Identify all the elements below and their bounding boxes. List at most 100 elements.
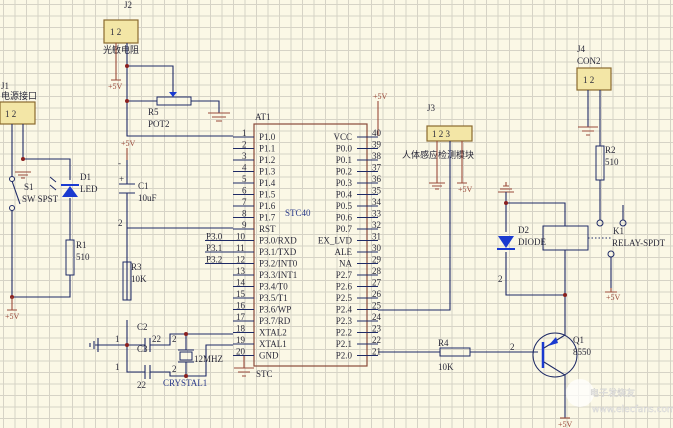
- chip-pin-number: 12: [236, 255, 245, 265]
- svg-text:RELAY-SPDT: RELAY-SPDT: [612, 238, 666, 248]
- svg-text:1: 1: [115, 334, 120, 344]
- chip-pin-number: 9: [242, 220, 247, 230]
- chip-pin-label: P3.4/T0: [259, 282, 288, 292]
- chip-pin-label: P0.2: [336, 167, 352, 177]
- chip-pin-label: P3.5/T1: [259, 293, 288, 303]
- j2-ref: J2: [124, 0, 132, 10]
- svg-text:CON2: CON2: [577, 56, 601, 66]
- chip-pin-number: 37: [372, 163, 382, 173]
- svg-text:STC40: STC40: [285, 208, 311, 218]
- chip-pin-number: 33: [372, 209, 382, 219]
- svg-text:1 2: 1 2: [5, 109, 16, 119]
- chip-pin-label: P2.0: [336, 351, 353, 361]
- chip-pin-number: 3: [242, 151, 247, 161]
- chip-pin-label: P1.4: [259, 178, 276, 188]
- chip-pin-number: 38: [372, 151, 382, 161]
- svg-text:2: 2: [498, 274, 503, 284]
- svg-text:2: 2: [510, 342, 515, 352]
- svg-text:+5V: +5V: [458, 185, 473, 194]
- svg-text:1: 1: [115, 362, 120, 372]
- chip-pin-number: 11: [236, 243, 245, 253]
- chip-pin-label: P2.3: [336, 316, 353, 326]
- svg-text:C2: C2: [137, 322, 148, 332]
- chip-pin-label: XTAL2: [259, 328, 287, 338]
- connector-j2[interactable]: J2 1 2 光敏电阻: [103, 0, 139, 55]
- chip-pin-number: 17: [236, 312, 246, 322]
- chip-pin-label: P0.5: [336, 201, 353, 211]
- chip-pin-label: P0.1: [336, 155, 352, 165]
- svg-text:1 2: 1 2: [583, 75, 594, 85]
- svg-text:D1: D1: [80, 172, 91, 182]
- svg-text:10K: 10K: [131, 274, 147, 284]
- chip-pin-number: 39: [372, 140, 382, 150]
- j2-pins: 1 2: [110, 27, 121, 37]
- chip-pin-label: P2.7: [336, 270, 353, 280]
- watermark-logo: 电子发烧友 www.elecfans.com: [566, 379, 673, 415]
- chip-pin-label: P0.7: [336, 224, 353, 234]
- chip-pin-label: P1.7: [259, 213, 276, 223]
- svg-text:C1: C1: [138, 181, 149, 191]
- chip-pin-number: 26: [372, 289, 382, 299]
- chip-pin-number: 20: [236, 347, 246, 357]
- net-label: P3.1: [206, 243, 222, 253]
- chip-pin-label: GND: [259, 351, 279, 361]
- chip-pin-number: 21: [372, 347, 381, 357]
- svg-text:2: 2: [172, 364, 177, 374]
- svg-text:DIODE: DIODE: [518, 237, 546, 247]
- svg-text:S1: S1: [24, 182, 34, 192]
- chip-pin-number: 25: [372, 301, 382, 311]
- svg-text:AT1: AT1: [255, 112, 271, 122]
- svg-text:+5V: +5V: [5, 312, 20, 321]
- chip-pin-number: 27: [372, 278, 382, 288]
- chip-pin-number: 15: [236, 289, 246, 299]
- chip-pin-number: 14: [236, 278, 246, 288]
- svg-text:Q1: Q1: [573, 335, 584, 345]
- chip-pin-label: P2.1: [336, 339, 352, 349]
- svg-text:电子发烧友: 电子发烧友: [590, 387, 635, 399]
- chip-pin-label: P3.7/RD: [259, 316, 291, 326]
- svg-text:www.elecfans.com: www.elecfans.com: [592, 405, 673, 415]
- net-label: P3.0: [206, 232, 223, 242]
- chip-pin-label: VCC: [333, 132, 352, 142]
- j2-name: 光敏电阻: [103, 44, 139, 55]
- chip-pin-number: 30: [372, 243, 382, 253]
- svg-text:R4: R4: [438, 338, 449, 348]
- chip-pin-label: P2.2: [336, 328, 352, 338]
- svg-text:R1: R1: [76, 240, 87, 250]
- chip-pin-label: P3.6/WP: [259, 305, 291, 315]
- chip-pin-number: 8: [242, 209, 247, 219]
- connector-j3[interactable]: J3 1 2 3 人体感应检测模块: [402, 103, 474, 160]
- chip-pin-label: P1.5: [259, 190, 276, 200]
- svg-text:人体感应检测模块: 人体感应检测模块: [402, 149, 474, 160]
- svg-text:R3: R3: [131, 262, 142, 272]
- chip-pin-number: 34: [372, 197, 382, 207]
- chip-pin-label: P3.1/TXD: [259, 247, 297, 257]
- chip-pin-label: ALE: [335, 247, 353, 257]
- chip-pin-label: P2.4: [336, 305, 353, 315]
- svg-text:D2: D2: [518, 225, 529, 235]
- svg-text:12MHZ: 12MHZ: [194, 354, 223, 364]
- chip-pin-number: 32: [372, 220, 381, 230]
- svg-text:R2: R2: [605, 145, 616, 155]
- chip-pin-number: 35: [372, 186, 382, 196]
- svg-text:K1: K1: [613, 226, 624, 236]
- chip-pin-number: 29: [372, 255, 382, 265]
- chip-pin-number: 40: [372, 128, 382, 138]
- chip-pin-label: RST: [259, 224, 276, 234]
- chip-pin-number: 23: [372, 324, 382, 334]
- connector-j1[interactable]: J1 电源接口 1 2: [0, 81, 37, 125]
- svg-text:510: 510: [76, 252, 90, 262]
- chip-pin-label: XTAL1: [259, 339, 287, 349]
- mcu-at1[interactable]: AT1 STC40: [253, 112, 368, 367]
